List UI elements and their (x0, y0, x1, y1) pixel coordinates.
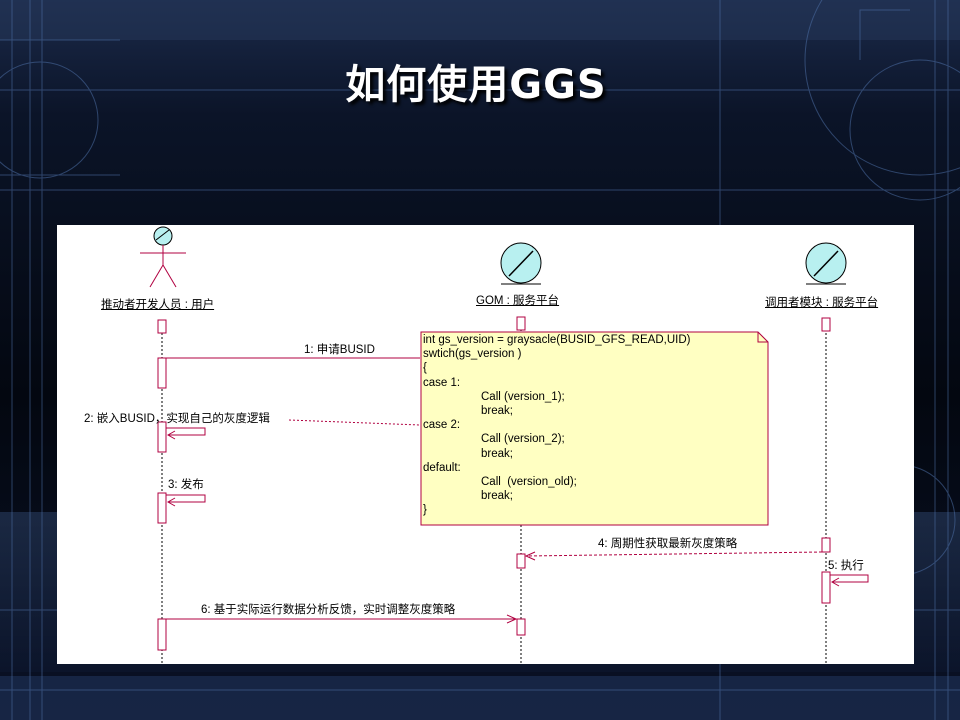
code-note-box (420, 331, 769, 526)
message-6-label: 6: 基于实际运行数据分析反馈，实时调整灰度策略 (201, 604, 456, 616)
message-3-arrow (166, 494, 206, 507)
code-line: case 2: (423, 419, 461, 432)
message-2-label: 2: 嵌入BUSID，实现自己的灰度逻辑 (84, 413, 270, 425)
code-line: break; (481, 447, 513, 460)
code-line: Call (version_2); (481, 433, 565, 446)
code-line: { (423, 362, 427, 375)
sequence-diagram-canvas (140, 226, 869, 664)
sequence-diagram: 推动者开发人员 : 用户 GOM : 服务平台 调用者模块 : 服务平台 1: … (57, 225, 914, 664)
activation-gom-1 (516, 553, 526, 569)
activation-user-3 (157, 492, 167, 524)
lifeline-head-user (157, 319, 167, 334)
code-line: break; (481, 405, 513, 418)
code-line: } (423, 504, 427, 517)
note-connector (288, 419, 421, 426)
participant-user-label: 推动者开发人员 : 用户 (101, 299, 215, 311)
message-2-arrow (166, 427, 206, 440)
code-line: swtich(gs_version ) (423, 348, 522, 361)
lifeline-head-caller (821, 317, 831, 332)
gom-entity-icon (500, 242, 542, 285)
participant-caller-label: 调用者模块 : 服务平台 (765, 297, 879, 309)
activation-caller-2 (821, 571, 831, 604)
activation-user-4 (157, 618, 167, 651)
code-line: Call (version_old); (481, 476, 577, 489)
message-4-label: 4: 周期性获取最新灰度策略 (598, 538, 738, 550)
code-line: case 1: (423, 376, 461, 389)
actor-user-icon (140, 226, 186, 288)
message-3-label: 3: 发布 (168, 479, 204, 491)
message-5-label: 5: 执行 (828, 560, 864, 572)
code-line: Call (version_1); (481, 390, 565, 403)
activation-user-1 (157, 357, 167, 389)
code-line: int gs_version = graysacle(BUSID_GFS_REA… (423, 334, 691, 346)
activation-user-2 (157, 421, 167, 453)
message-5-arrow (830, 574, 869, 587)
activation-caller-1 (821, 537, 831, 553)
participant-gom-label: GOM : 服务平台 (476, 295, 560, 307)
lifeline-head-gom (516, 316, 526, 331)
caller-entity-icon (805, 242, 847, 285)
activation-gom-2 (516, 618, 526, 636)
message-1-label: 1: 申请BUSID (304, 344, 375, 356)
code-line: default: (423, 461, 461, 474)
message-4-arrow (526, 551, 823, 557)
code-note-text: int gs_version = graysacle(BUSID_GFS_REA… (423, 333, 765, 518)
code-line: break; (481, 490, 513, 503)
slide-title: 如何使用GGS (345, 62, 607, 108)
